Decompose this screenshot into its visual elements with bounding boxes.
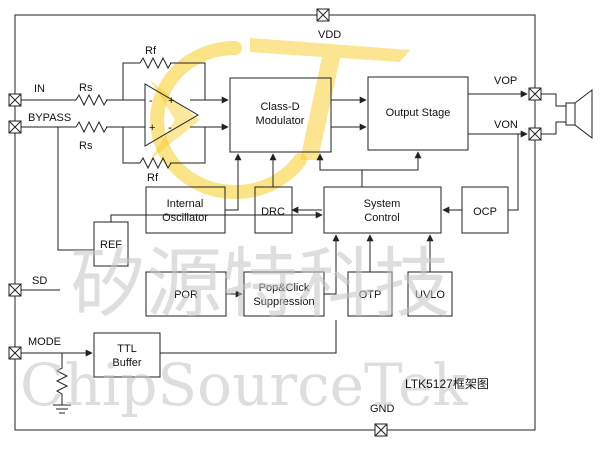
ttl-buffer-block [93,332,161,378]
popclick-label-2: Suppression [253,296,314,308]
oscillator-label-2: Oscillator [162,212,208,224]
oscillator-label-1: Internal [167,198,204,210]
class-d-label-2: Modulator [256,115,305,127]
ref-label: REF [100,239,122,251]
ttl-label-2: Buffer [112,357,141,369]
watermark-chinese: 矽源特科技 [70,239,450,328]
rs-top-label: Rs [79,82,93,94]
vop-label: VOP [494,75,517,87]
rs-top-resistor [75,93,108,107]
system-control-label-2: Control [364,212,399,224]
pin-vop [528,87,542,101]
pin-in [8,93,22,107]
popclick-label-1: Pop&Click [259,282,310,294]
rs-bottom-resistor [75,120,108,134]
rf-bottom-resistor [139,156,172,170]
chip-outline [14,14,536,431]
rf-bottom-label: Rf [147,172,159,184]
opamp-minus-in: - [149,95,153,107]
output-stage-block [367,76,469,151]
bypass-label: BYPASS [28,112,71,124]
diagram-caption: LTK5127框架图 [405,377,489,391]
ttl-label-1: TTL [117,343,137,355]
pin-bypass [8,120,22,134]
opamp-plus-in: + [149,122,155,134]
pin-vdd [316,8,330,22]
ground-icon [53,404,71,414]
system-control-block [323,186,442,234]
class-d-label-1: Class-D [260,101,299,113]
pin-sd [8,283,22,297]
class-d-modulator-block [229,77,332,153]
pin-gnd [374,423,388,437]
watermark-english: ChipSourceTek [20,351,468,419]
in-label: IN [34,83,45,95]
mode-pulldown-resistor [55,353,69,405]
uvlo-label: UVLO [415,289,445,301]
opamp-minus-out: - [168,122,172,134]
output-stage-label: Output Stage [386,107,451,119]
rf-top-label: Rf [145,45,157,57]
speaker-icon [565,88,593,140]
pin-von [528,127,542,141]
von-label: VON [494,119,518,131]
rf-top-resistor [139,56,172,70]
rs-bottom-label: Rs [79,140,93,152]
differential-amplifier [144,83,199,147]
gnd-label: GND [370,403,395,415]
drc-label: DRC [261,206,285,218]
sd-label: SD [32,275,47,287]
mode-label: MODE [28,336,61,348]
ocp-label: OCP [473,206,497,218]
speaker-wire-von [541,121,566,135]
system-control-label-1: System [364,198,401,210]
opamp-plus-out: + [168,95,174,107]
vdd-label: VDD [318,29,341,41]
otp-label: OTP [359,289,382,301]
speaker-wire-vop [541,93,566,107]
por-label: POR [174,289,198,301]
